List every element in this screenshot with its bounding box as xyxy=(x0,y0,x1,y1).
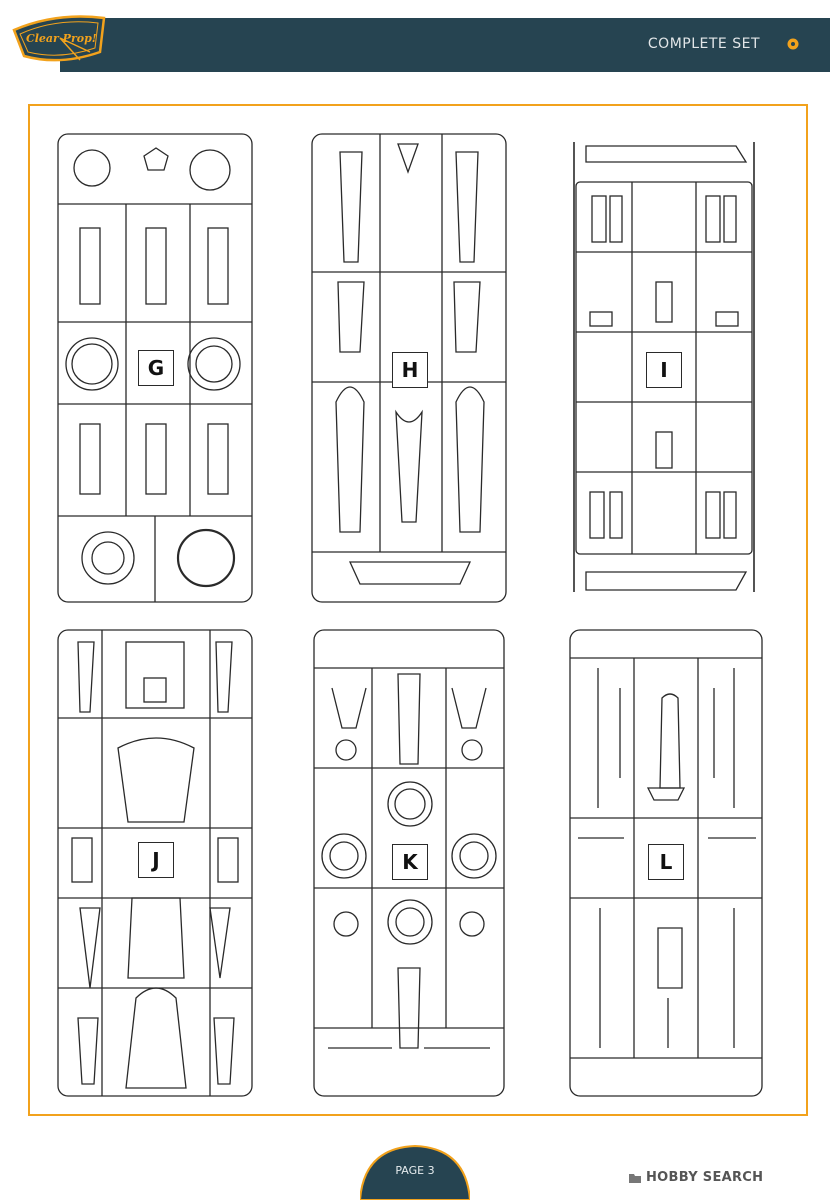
sprue-letter-j: J xyxy=(138,842,174,878)
content-frame xyxy=(28,104,808,1116)
watermark: HOBBY SEARCH xyxy=(628,1170,763,1185)
clear-prop-logo: Clear Prop! xyxy=(12,15,106,62)
watermark-text: HOBBY SEARCH xyxy=(646,1170,764,1185)
sprue-letter-l: L xyxy=(648,844,684,880)
sprue-letter-g: G xyxy=(138,350,174,386)
page-number: PAGE 3 xyxy=(395,1164,435,1177)
sprue-h xyxy=(311,133,507,603)
sprue-g xyxy=(57,133,253,603)
sprue-letter-i: I xyxy=(646,352,682,388)
header-title: COMPLETE SET xyxy=(647,36,760,52)
header-bar xyxy=(60,18,830,72)
sprue-i xyxy=(573,142,755,592)
sprue-l xyxy=(569,629,763,1097)
svg-text:Clear Prop!: Clear Prop! xyxy=(26,32,97,45)
sprue-letter-k: K xyxy=(392,844,428,880)
sprue-letter-h: H xyxy=(392,352,428,388)
hobby-search-icon xyxy=(629,1173,641,1183)
gear-icon xyxy=(787,38,799,50)
sprue-k xyxy=(313,629,505,1097)
page-tab xyxy=(360,1144,470,1200)
sprue-j xyxy=(57,629,253,1097)
